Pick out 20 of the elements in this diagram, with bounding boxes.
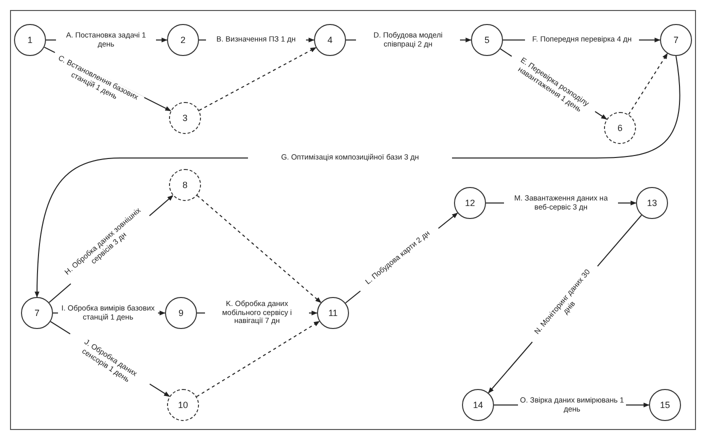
event-circle: 14	[462, 389, 494, 421]
event-circle: 3	[169, 102, 201, 134]
arrow	[198, 47, 316, 111]
event-circle: 4	[314, 24, 346, 56]
arrow	[196, 320, 320, 398]
arrow	[628, 53, 668, 115]
arrow	[196, 194, 322, 304]
event-circle: 6	[604, 112, 636, 144]
event-circle: 2	[167, 24, 199, 56]
event-circle: 11	[317, 297, 349, 329]
event-circle: 7	[21, 297, 53, 329]
event-circle: 5	[471, 24, 503, 56]
event-circle: 13	[636, 187, 668, 219]
event-circle: 8	[169, 169, 201, 201]
event-circle: 10	[167, 389, 199, 421]
event-circle: 12	[454, 187, 486, 219]
event-circle: 1	[14, 24, 46, 56]
event-circle: 9	[165, 297, 197, 329]
event-circle: 15	[649, 389, 681, 421]
event-circle: 7	[660, 24, 692, 56]
